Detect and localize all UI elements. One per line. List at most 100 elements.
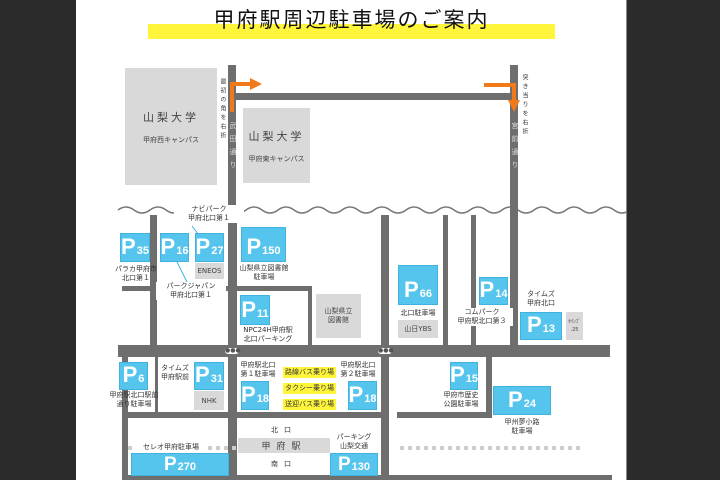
south-exit-label: 南口 — [271, 460, 297, 468]
p-letter: P — [337, 454, 351, 475]
eneos-building: ENEOS — [195, 263, 224, 279]
parking-count: 24 — [523, 398, 536, 410]
parking-count: 150 — [262, 245, 281, 257]
bus-stop-label: 路線バス乗り場 — [283, 367, 336, 378]
p-letter: P — [241, 382, 256, 407]
p-letter: P — [246, 234, 262, 259]
parking-count: 31 — [210, 373, 223, 385]
title-highlight — [148, 24, 555, 39]
main-east-west-road — [118, 345, 610, 357]
parking-count: 18 — [256, 393, 269, 405]
page-title: 甲府駅周辺駐車場のご案内 — [213, 8, 490, 32]
road — [155, 357, 158, 413]
parking-label: タイムズ 甲府駅前 — [161, 364, 189, 381]
arrow-down-icon — [484, 83, 516, 102]
road — [122, 475, 612, 480]
kofu-station: 甲府駅 — [238, 438, 330, 453]
road — [122, 412, 382, 418]
nhk-building: NHK — [194, 391, 224, 410]
prefectural-library: 山梨県立 図書館 — [316, 294, 361, 338]
parking-label: 山梨県立図書館 駐車場 — [239, 264, 289, 281]
parking-count: 14 — [495, 288, 508, 300]
taxi-stand-label: タクシー乗り場 — [283, 383, 336, 394]
takeda-street-north — [228, 65, 236, 207]
parking-count: 66 — [419, 288, 432, 300]
parking-label: 甲州夢小路 駐車場 — [504, 418, 540, 435]
arrow-head-right — [250, 78, 262, 90]
leader-p16 — [175, 259, 189, 285]
parking-count: 6 — [138, 373, 145, 385]
p-letter: P — [160, 234, 176, 259]
parking-count: 16 — [176, 245, 189, 257]
p-letter: P — [121, 234, 136, 259]
parking-label: 甲府駅北口 第１駐車場 — [240, 361, 276, 378]
shuttle-stop-label: 送迎バス乗り場 — [283, 399, 336, 410]
parking-count: 130 — [351, 461, 371, 473]
road — [122, 357, 128, 480]
takeda-street-label: 武田通り — [229, 122, 237, 174]
parking-count: 15 — [465, 373, 478, 385]
miyamae-street-north — [510, 65, 518, 207]
parking-count: 13 — [542, 323, 555, 335]
road — [471, 215, 476, 345]
arrow-head-down — [508, 100, 520, 112]
ybs-building: 山日YBS — [398, 320, 438, 338]
parking-label: 甲府駅北口 第２駐車場 — [340, 361, 376, 378]
parking-label: 甲府駅北口駅前 通り駐車場 — [109, 391, 159, 408]
parking-map: 甲府駅周辺駐車場のご案内 武田通り 宮前通り 最初の角を右折 突き当りを右折 山… — [76, 0, 627, 480]
rail-line — [400, 446, 580, 450]
takeda-street-south — [228, 205, 237, 480]
arrow-right-icon — [230, 82, 252, 112]
p-letter: P — [241, 297, 257, 322]
road — [308, 286, 312, 346]
north-connector-road — [236, 93, 516, 100]
miyamae-street-label: 宮前通り — [511, 122, 519, 174]
north-exit-label: 北口 — [271, 426, 297, 434]
parking-count: 27 — [211, 245, 224, 257]
p-letter: P — [348, 382, 364, 407]
p-letter: P — [479, 277, 495, 302]
crossing-marker: ●●● — [377, 347, 394, 355]
turn-first-note: 最初の角を右折 — [219, 78, 226, 141]
road — [397, 412, 490, 418]
parking-label: NPC24H甲府駅 北口パーキング — [243, 326, 293, 343]
parking-label: 甲府市歴史 公園駐車場 — [443, 391, 479, 408]
univ-west-name: 山梨大学 — [143, 110, 199, 124]
parking-label: パークジャパン 甲府北口第１ — [156, 282, 226, 300]
parking-label: コムパーク 甲府駅北口第３ — [451, 308, 513, 326]
yamanashi-univ-west: 山梨大学 甲府西キャンパス — [125, 68, 217, 185]
univ-east-name: 山梨大学 — [248, 129, 305, 143]
p-letter: P — [404, 277, 419, 302]
parking-label: セレオ甲府駐車場 — [136, 443, 206, 452]
road — [486, 357, 492, 418]
parking-count: 35 — [136, 245, 149, 257]
p-letter: P — [527, 312, 542, 337]
road — [443, 215, 448, 345]
convenience-store: ｾｲﾝﾌﾞ .25 — [566, 312, 583, 340]
parking-label: ナビパーク 甲府北口第１ — [174, 205, 244, 223]
p-letter: P — [163, 454, 177, 475]
parking-label: パラカ甲府市 北口第１ — [115, 265, 157, 282]
p-letter: P — [450, 362, 465, 387]
univ-west-campus: 甲府西キャンパス — [143, 135, 199, 144]
p-letter: P — [195, 362, 210, 387]
parking-label: タイムズ 甲府北口 — [527, 290, 555, 307]
turn-end-note: 突き当りを右折 — [521, 74, 528, 137]
yamanashi-univ-east: 山梨大学 甲府東キャンパス — [243, 108, 310, 183]
